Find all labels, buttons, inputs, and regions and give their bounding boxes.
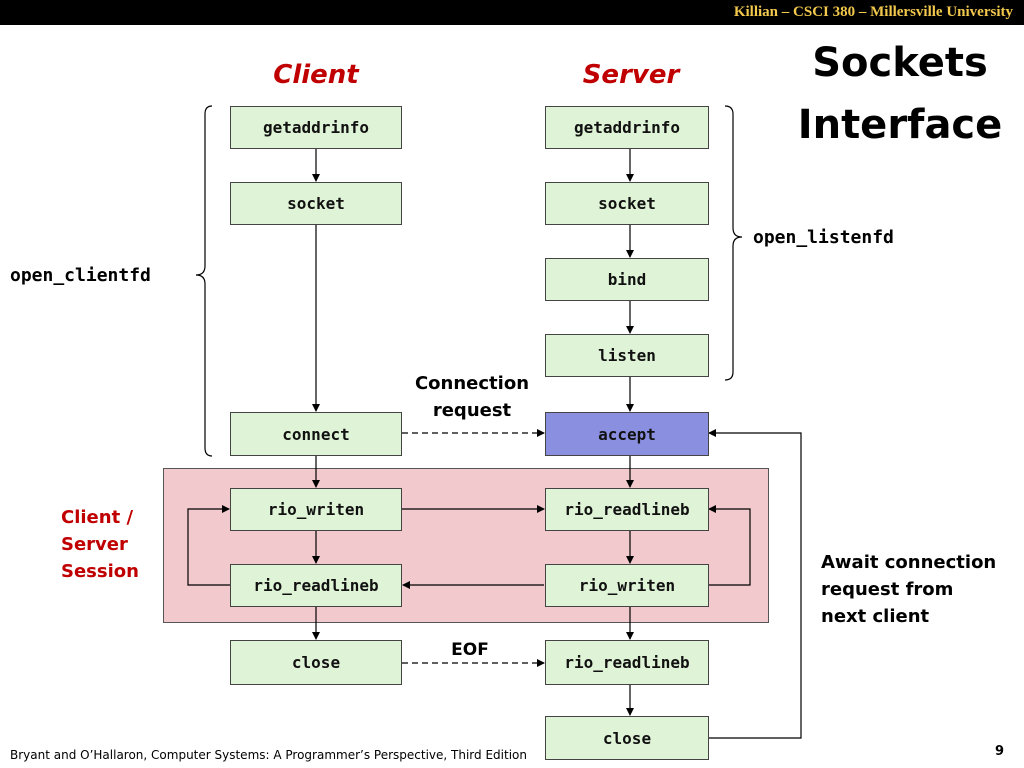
await-next-client-label: Await connection request from next clien…: [821, 549, 996, 630]
session-label-line1: Client /: [61, 507, 134, 528]
connection-request-label: Connection request: [402, 370, 542, 424]
server-getaddrinfo-box: getaddrinfo: [545, 106, 709, 149]
session-label-line3: Session: [61, 561, 139, 582]
eof-label: EOF: [451, 640, 489, 660]
open-listenfd-label: open_listenfd: [753, 227, 894, 248]
client-close-box: close: [230, 640, 402, 685]
connection-request-line2: request: [432, 400, 512, 421]
client-rio-writen-box: rio_writen: [230, 488, 402, 531]
brace-open-clientfd: [195, 105, 213, 457]
server-rio-writen-box: rio_writen: [545, 564, 709, 607]
course-header: Killian – CSCI 380 – Millersville Univer…: [733, 4, 1013, 20]
await-line2: request from: [821, 579, 954, 600]
connection-request-line1: Connection: [414, 373, 530, 394]
open-clientfd-label: open_clientfd: [10, 265, 151, 286]
server-close-box: close: [545, 716, 709, 760]
server-column-heading: Server: [582, 60, 680, 90]
session-label: Client / Server Session: [61, 504, 139, 585]
slide-title-line2: Interface: [797, 102, 1003, 148]
client-socket-box: socket: [230, 182, 402, 225]
client-connect-box: connect: [230, 412, 402, 456]
slide-title-line1: Sockets: [812, 40, 988, 86]
server-rio-readlineb-eof-box: rio_readlineb: [545, 640, 709, 685]
client-rio-readlineb-box: rio_readlineb: [230, 564, 402, 607]
client-column-heading: Client: [273, 60, 359, 90]
server-accept-box: accept: [545, 412, 709, 456]
loop-server-session: [708, 505, 751, 586]
brace-open-listenfd: [724, 105, 743, 381]
client-getaddrinfo-box: getaddrinfo: [230, 106, 402, 149]
await-line1: Await connection: [821, 552, 997, 573]
page-number: 9: [994, 744, 1004, 759]
server-rio-readlineb-box: rio_readlineb: [545, 488, 709, 531]
loop-await-next-client: [708, 429, 802, 739]
header-bar: Killian – CSCI 380 – Millersville Univer…: [0, 0, 1024, 25]
server-socket-box: socket: [545, 182, 709, 225]
loop-client-session: [187, 505, 230, 586]
server-bind-box: bind: [545, 258, 709, 301]
await-line3: next client: [821, 606, 930, 627]
server-listen-box: listen: [545, 334, 709, 377]
footer-citation: Bryant and O’Hallaron, Computer Systems:…: [10, 748, 527, 762]
session-label-line2: Server: [61, 534, 128, 555]
